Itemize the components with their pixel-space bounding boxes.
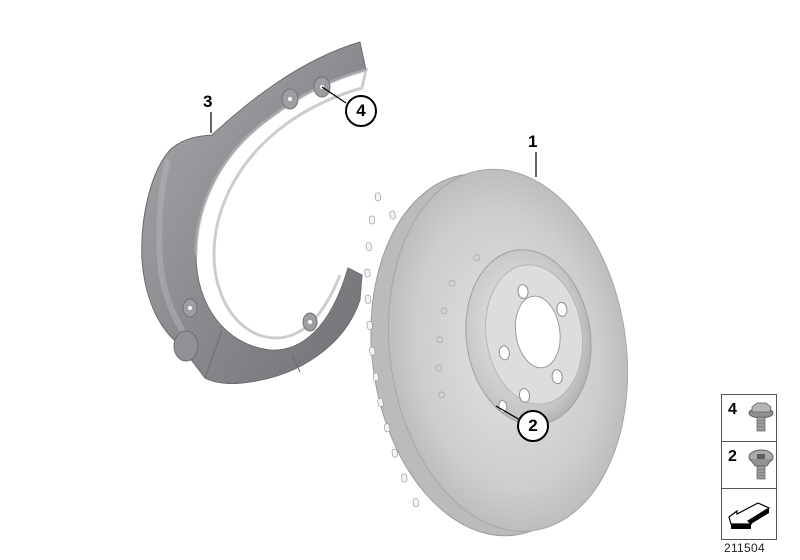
legend-item-4: 4 (721, 394, 777, 442)
diagram-number: 211504 (724, 541, 765, 555)
callout-4-circle: 4 (345, 95, 377, 127)
legend-item-2: 2 (721, 441, 777, 489)
brake-disc-part (364, 168, 629, 537)
callout-2-label: 2 (528, 416, 538, 435)
callout-2-circle: 2 (517, 410, 549, 442)
legend-item-direction (721, 488, 777, 540)
legend-item-2-number: 2 (728, 448, 737, 465)
protection-plate-part (141, 41, 369, 384)
callout-3-label: 3 (203, 92, 213, 111)
countersunk-hex-socket-screw-icon (748, 449, 774, 480)
callout-1-label: 1 (528, 132, 538, 151)
callout-4-label: 4 (356, 101, 366, 120)
parts-legend: 4 2 (721, 394, 777, 540)
leader-lines (210, 86, 537, 421)
legend-item-4-number: 4 (728, 401, 737, 418)
hex-flange-bolt-icon (748, 402, 774, 432)
direction-arrow-icon (728, 502, 771, 529)
